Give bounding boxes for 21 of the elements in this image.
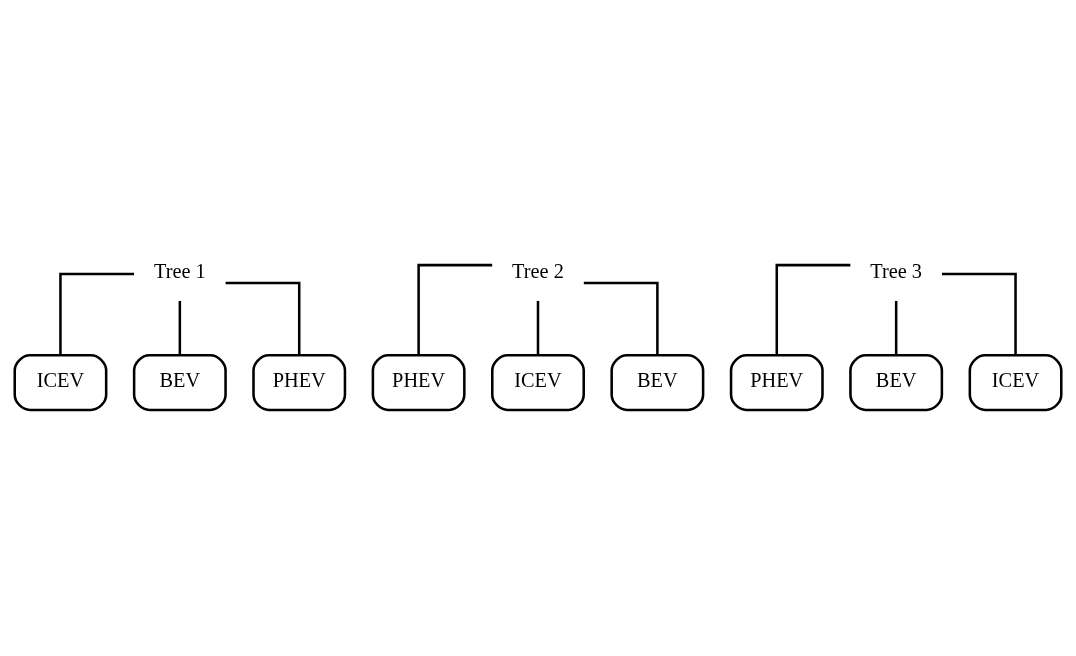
connector xyxy=(583,281,659,355)
node-box: BEV xyxy=(610,354,705,412)
node-box: PHEV xyxy=(729,354,824,412)
connector xyxy=(894,300,898,356)
node-box: ICEV xyxy=(491,354,585,412)
node-text: Tree 3 xyxy=(870,260,923,283)
node-text: Tree 1 xyxy=(153,260,206,283)
node-box: PHEV xyxy=(371,354,466,412)
connector xyxy=(775,263,851,355)
node-box: BEV xyxy=(132,354,227,412)
connector xyxy=(225,281,301,355)
node-box: ICEV xyxy=(968,354,1063,412)
connector xyxy=(178,300,182,356)
node-text: Tree 2 xyxy=(512,260,564,283)
connector xyxy=(417,263,493,355)
connector xyxy=(59,272,135,356)
node-box: BEV xyxy=(849,354,944,412)
connector xyxy=(941,272,1017,356)
connector xyxy=(536,300,540,356)
node-box: ICEV xyxy=(13,354,108,412)
node-box: PHEV xyxy=(252,354,347,412)
